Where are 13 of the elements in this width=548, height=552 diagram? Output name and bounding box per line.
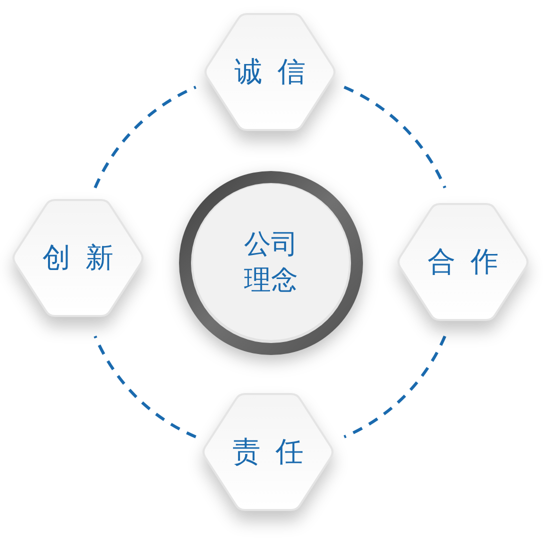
hexagon-box xyxy=(11,197,145,319)
dashed-arc xyxy=(94,86,196,188)
label-text: 责任 xyxy=(232,434,320,470)
label-text: 公司理念 xyxy=(243,228,299,298)
hexagon-box xyxy=(203,11,337,133)
label-text: 诚信 xyxy=(234,54,322,90)
label-text: 合作 xyxy=(427,244,514,280)
hexagon-box xyxy=(396,201,530,323)
dashed-arc xyxy=(344,86,446,188)
dashed-arc xyxy=(344,336,446,438)
dashed-arc xyxy=(94,336,196,438)
hexagon-box xyxy=(201,391,335,513)
label-text: 创新 xyxy=(42,240,130,276)
